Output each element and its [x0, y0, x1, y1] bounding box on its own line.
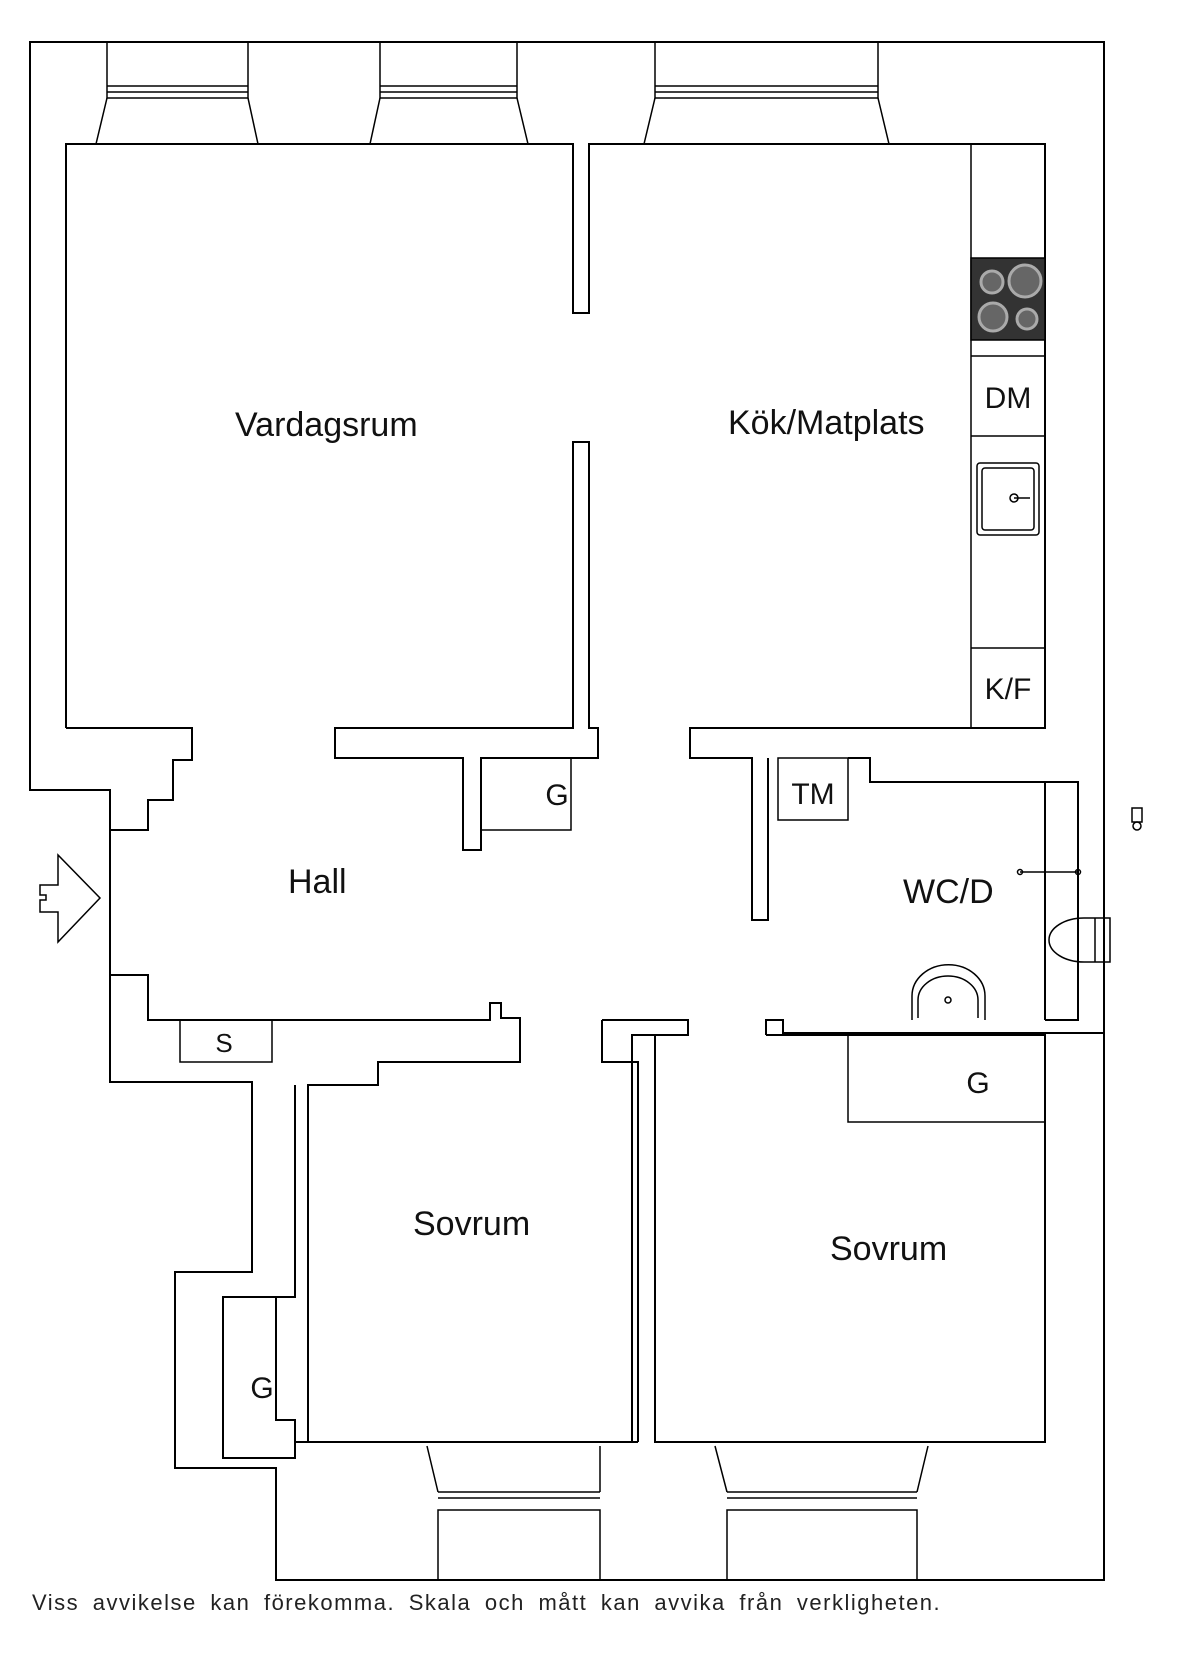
room-label-living: Vardagsrum: [235, 406, 418, 444]
room-label-kitchen: Kök/Matplats: [728, 404, 925, 442]
entrance-arrow-icon: [39, 853, 102, 944]
stove-burner: [979, 269, 1005, 295]
label-wardrobe-hall: G: [545, 779, 568, 812]
label-wardrobe-bedroom-right: G: [966, 1067, 989, 1100]
stove-burner: [1007, 263, 1043, 299]
window-top-middle: [369, 41, 529, 145]
hall-storage: [179, 1019, 273, 1063]
disclaimer-text: Viss avvikelse kan förekomma. Skala och …: [32, 1590, 942, 1615]
label-dryer: TM: [791, 778, 834, 811]
wc-walls: [848, 757, 1079, 1021]
room-label-bedroom-left: Sovrum: [413, 1205, 530, 1243]
wash-basin: [911, 964, 986, 1020]
hall-wardrobe: [480, 757, 572, 831]
window-bottom-right: [714, 1445, 929, 1581]
label-fridge-freezer: K/F: [985, 673, 1032, 706]
kitchen-sink: [976, 462, 1040, 536]
living-kitchen-partition: [334, 441, 599, 851]
living-room-lower-wall: [66, 727, 193, 831]
shower-tap: [1131, 807, 1143, 831]
window-bottom-left: [426, 1445, 601, 1581]
stove-burner: [977, 301, 1009, 333]
kitchen-counter: [970, 143, 1046, 729]
toilet: [1048, 917, 1111, 963]
dryer: [777, 757, 849, 821]
outer-wall: [29, 41, 1105, 1581]
window-top-left: [95, 41, 259, 145]
room-label-hall: Hall: [288, 863, 347, 901]
label-dishwasher: DM: [985, 382, 1032, 415]
bedroom-wardrobe: [847, 1034, 1046, 1123]
room-label-bedroom-right: Sovrum: [830, 1230, 947, 1268]
label-storage-hall: S: [215, 1028, 232, 1058]
stove-burner: [1015, 307, 1039, 331]
label-wardrobe-bedroom-left: G: [250, 1372, 273, 1405]
room-label-wc: WC/D: [903, 873, 994, 911]
window-top-right: [643, 41, 890, 145]
